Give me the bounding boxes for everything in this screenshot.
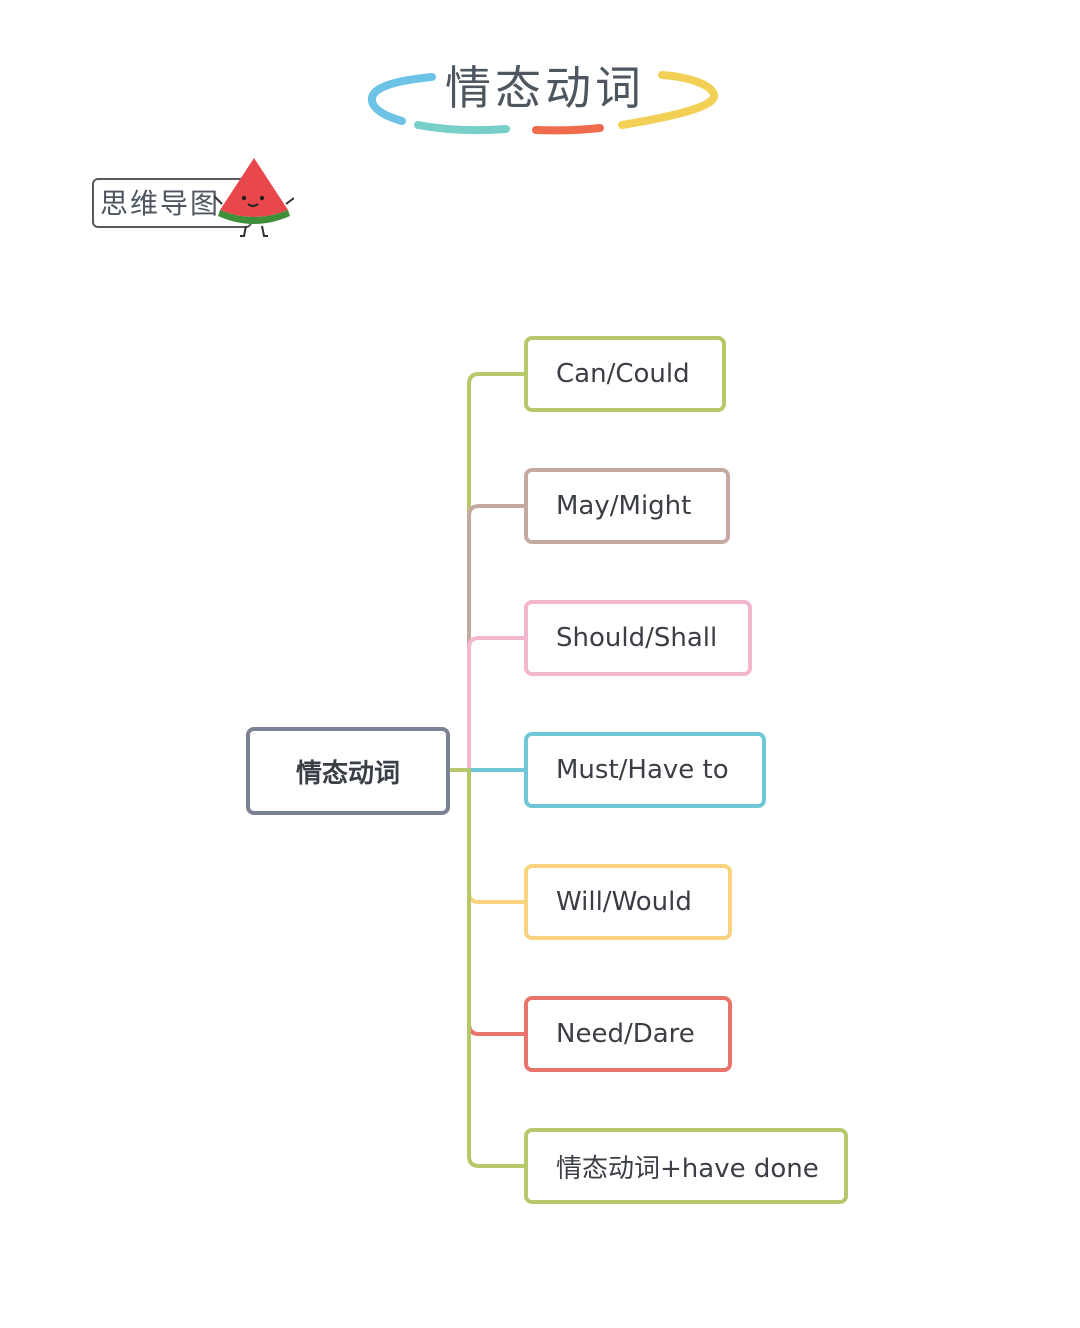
title-arc-red xyxy=(532,124,604,135)
branch-connector xyxy=(467,768,528,1168)
branch-connector xyxy=(467,768,528,904)
branch-node-label: Should/Shall xyxy=(556,623,718,653)
branch-node-may-might[interactable]: May/Might xyxy=(524,468,730,544)
branch-node-label: Can/Could xyxy=(556,359,690,389)
branch-node-must-have-to[interactable]: Must/Have to xyxy=(524,732,766,808)
branch-node-label: Will/Would xyxy=(556,887,692,917)
branch-node-will-would[interactable]: Will/Would xyxy=(524,864,732,940)
branch-node-should-shall[interactable]: Should/Shall xyxy=(524,600,752,676)
title-arc-teal xyxy=(414,121,510,135)
page-title: 情态动词 xyxy=(445,61,645,115)
title-decoration xyxy=(367,71,718,135)
title-arc-yellow xyxy=(618,71,718,129)
branch-node-label: Need/Dare xyxy=(556,1019,695,1049)
branch-connector xyxy=(467,504,528,772)
title-arc-blue xyxy=(367,73,436,125)
branch-node-label: 情态动词+have done xyxy=(556,1153,819,1184)
root-node[interactable]: 情态动词 xyxy=(246,727,450,815)
mind-map-badge: 思维导图 xyxy=(92,178,252,228)
branch-node-label: May/Might xyxy=(556,491,692,521)
branch-node-have-done[interactable]: 情态动词+have done xyxy=(524,1128,848,1204)
root-node-label: 情态动词 xyxy=(295,758,400,789)
branch-connector xyxy=(467,372,528,772)
watermelon-icon xyxy=(214,158,294,237)
branch-node-can-could[interactable]: Can/Could xyxy=(524,336,726,412)
branch-connector xyxy=(467,636,528,772)
branch-node-need-dare[interactable]: Need/Dare xyxy=(524,996,732,1072)
badge-label: 思维导图 xyxy=(100,187,221,220)
branch-node-label: Must/Have to xyxy=(556,755,729,785)
